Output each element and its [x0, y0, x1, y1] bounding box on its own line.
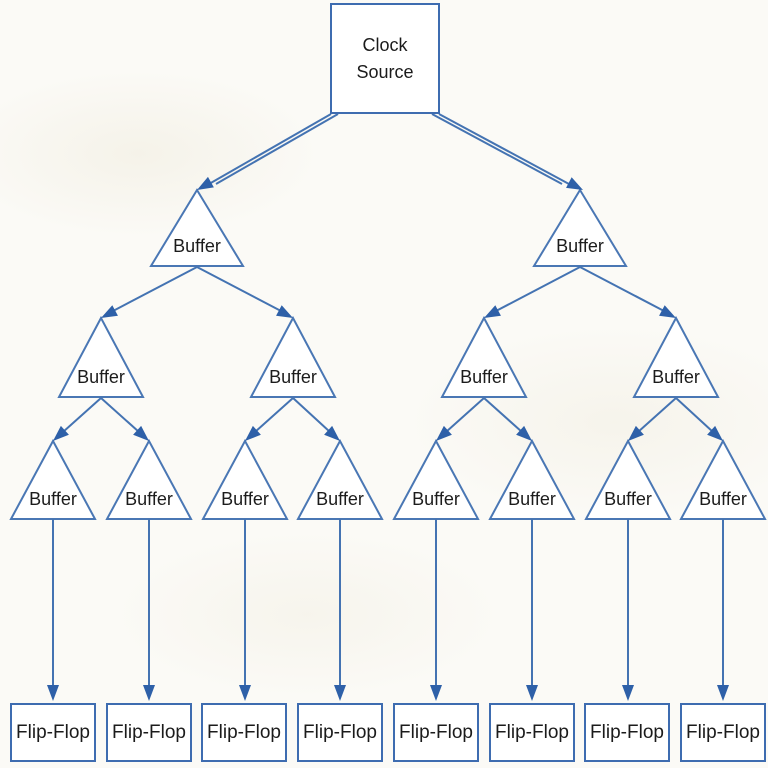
flip-flop-node-2: Flip-Flop — [106, 703, 192, 762]
flip-flop-label: Flip-Flop — [207, 721, 281, 743]
edge-l2-3-to-l3-5 — [445, 397, 485, 433]
buffer-label: Buffer — [460, 367, 508, 387]
buffer-label: Buffer — [29, 489, 77, 509]
edge-l2-1-to-l3-2 — [100, 397, 140, 433]
buffer-triangle-l1-2 — [532, 188, 628, 267]
arrowhead-icon — [707, 425, 723, 441]
flip-flop-node-8: Flip-Flop — [680, 703, 766, 762]
buffer-triangle-l2-2 — [249, 315, 337, 398]
flip-flop-node-5: Flip-Flop — [393, 703, 479, 762]
buffer-label: Buffer — [508, 489, 556, 509]
arrowhead-icon — [526, 685, 538, 701]
flip-flop-node-4: Flip-Flop — [297, 703, 383, 762]
edge-clock-to-l1-left-b — [215, 113, 339, 185]
flip-flop-label: Flip-Flop — [495, 721, 569, 743]
arrowhead-icon — [659, 305, 676, 318]
flip-flop-label: Flip-Flop — [686, 721, 760, 743]
arrowhead-icon — [566, 177, 583, 190]
flip-flop-node-3: Flip-Flop — [201, 703, 287, 762]
flip-flop-label: Flip-Flop — [590, 721, 664, 743]
edge-l2-4-to-l3-8 — [675, 397, 714, 433]
edge-l1-2-to-l2-3 — [495, 266, 581, 312]
buffer-label: Buffer — [604, 489, 652, 509]
buffer-label: Buffer — [652, 367, 700, 387]
arrowhead-icon — [133, 425, 149, 441]
flip-flop-label: Flip-Flop — [303, 721, 377, 743]
edge-l2-3-to-l3-6 — [483, 397, 523, 433]
buffer-label: Buffer — [173, 236, 221, 256]
buffer-label: Buffer — [269, 367, 317, 387]
edge-l2-4-to-l3-7 — [637, 397, 677, 433]
arrowhead-icon — [484, 305, 501, 318]
edge-clock-to-l1-right-b — [431, 113, 563, 185]
edge-clock-to-l1-left-a — [208, 113, 332, 185]
buffer-label: Buffer — [412, 489, 460, 509]
arrowhead-icon — [334, 685, 346, 701]
buffer-triangle-l2-4 — [632, 315, 720, 398]
flip-flop-label: Flip-Flop — [399, 721, 473, 743]
buffer-label: Buffer — [221, 489, 269, 509]
flip-flop-node-1: Flip-Flop — [10, 703, 96, 762]
arrowhead-icon — [324, 425, 340, 441]
arrowhead-icon — [245, 425, 261, 441]
buffer-triangle-l2-1 — [57, 315, 145, 398]
buffer-label: Buffer — [77, 367, 125, 387]
arrowhead-icon — [101, 305, 118, 318]
flip-flop-label: Flip-Flop — [112, 721, 186, 743]
edge-l2-2-to-l3-4 — [292, 397, 331, 433]
arrowhead-icon — [622, 685, 634, 701]
edge-l1-2-to-l2-4 — [579, 266, 665, 312]
arrowhead-icon — [628, 425, 644, 441]
flip-flop-node-6: Flip-Flop — [489, 703, 575, 762]
arrowhead-icon — [47, 685, 59, 701]
buffer-label: Buffer — [699, 489, 747, 509]
arrowhead-icon — [436, 425, 452, 441]
buffer-triangle-l2-3 — [440, 315, 528, 398]
arrowhead-icon — [143, 685, 155, 701]
edge-l2-1-to-l3-1 — [62, 397, 102, 433]
buffer-label: Buffer — [316, 489, 364, 509]
edge-l1-1-to-l2-1 — [112, 266, 198, 312]
arrowhead-icon — [53, 425, 69, 441]
arrowhead-icon — [276, 305, 293, 318]
buffer-label: Buffer — [125, 489, 173, 509]
buffer-label: Buffer — [556, 236, 604, 256]
clock-source-label-line1: Clock — [362, 34, 408, 55]
flip-flop-label: Flip-Flop — [16, 721, 90, 743]
edge-l2-2-to-l3-3 — [254, 397, 294, 433]
clock-source-node: Clock Source — [330, 3, 440, 114]
arrowhead-icon — [239, 685, 251, 701]
buffer-triangle-l1-1 — [149, 188, 245, 267]
flip-flop-node-7: Flip-Flop — [584, 703, 670, 762]
arrowhead-icon — [430, 685, 442, 701]
clock-source-label-line2: Source — [356, 61, 414, 82]
edge-clock-to-l1-right-a — [438, 113, 570, 185]
arrowhead-icon — [516, 425, 532, 441]
arrowhead-icon — [197, 176, 214, 190]
edge-l1-1-to-l2-2 — [196, 266, 282, 312]
arrowhead-icon — [717, 685, 729, 701]
